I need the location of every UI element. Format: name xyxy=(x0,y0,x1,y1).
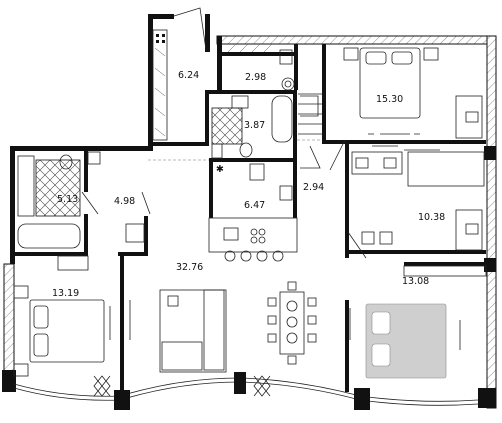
living-room-furniture xyxy=(93,139,322,397)
ventilation-icon: ✱ xyxy=(216,164,224,175)
room-area-living-room: 32.76 xyxy=(176,262,203,273)
kitchen-fixtures: ✱ xyxy=(208,163,298,262)
interior-walls xyxy=(15,44,486,392)
bedroom-bottom-right-furniture xyxy=(349,265,487,379)
room-area-storage: 2.98 xyxy=(245,72,266,83)
room-area-hall-top: 6.24 xyxy=(178,70,199,81)
room-area-bathroom-upper: 3.87 xyxy=(244,120,265,131)
bedroom-middle-right-furniture xyxy=(351,151,485,251)
bedroom-bottom-left-furniture xyxy=(13,255,111,377)
room-area-bathroom-left: 5.13 xyxy=(57,194,78,205)
bathroom-left-fixtures xyxy=(17,151,101,249)
bathroom-upper-fixtures xyxy=(211,95,293,159)
hall-wardrobe xyxy=(152,29,168,141)
room-area-bedroom-top-right: 15.30 xyxy=(376,94,403,105)
storage-fixtures xyxy=(227,43,295,91)
bedroom-top-right-furniture xyxy=(343,47,483,139)
area-labels: 6.24 2.98 3.87 15.30 5.13 4.98 6.47 2.94… xyxy=(52,70,445,299)
closet-shelves xyxy=(298,93,322,135)
exterior-walls xyxy=(2,14,497,410)
room-area-hall-left: 4.98 xyxy=(114,196,135,207)
doors xyxy=(81,7,440,259)
room-area-bedroom-bottom-right: 13.08 xyxy=(402,276,429,287)
room-area-corridor-right: 2.94 xyxy=(303,182,324,193)
room-area-bedroom-bottom-left: 13.19 xyxy=(52,288,79,299)
room-area-kitchen: 6.47 xyxy=(244,200,265,211)
room-area-bedroom-middle-right: 10.38 xyxy=(418,212,445,223)
